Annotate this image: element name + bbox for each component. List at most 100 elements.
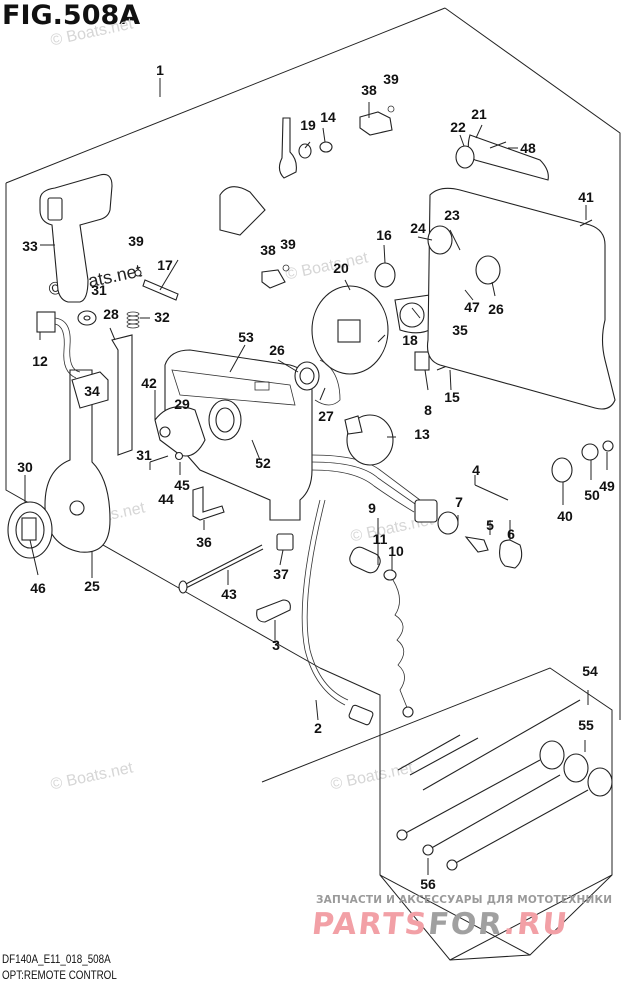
- callout-13[interactable]: 13: [414, 426, 430, 442]
- callout-29[interactable]: 29: [174, 396, 190, 412]
- callout-6[interactable]: 6: [507, 526, 515, 542]
- callout-54[interactable]: 54: [582, 663, 598, 679]
- callout-43[interactable]: 43: [221, 586, 237, 602]
- callout-52[interactable]: 52: [255, 455, 271, 471]
- callout-25[interactable]: 25: [84, 578, 100, 594]
- callout-39a[interactable]: 39: [383, 71, 399, 87]
- callout-27[interactable]: 27: [318, 408, 334, 424]
- block-37: [276, 533, 294, 551]
- callout-2[interactable]: 2: [314, 720, 322, 736]
- callout-53[interactable]: 53: [238, 329, 254, 345]
- part-16: [374, 262, 396, 288]
- callout-50[interactable]: 50: [584, 487, 600, 503]
- callout-42[interactable]: 42: [141, 375, 157, 391]
- callout-48[interactable]: 48: [520, 140, 536, 156]
- callout-15[interactable]: 15: [444, 389, 460, 405]
- block-38b: [261, 269, 286, 289]
- callout-8[interactable]: 8: [424, 402, 432, 418]
- callout-7[interactable]: 7: [455, 494, 463, 510]
- callout-47[interactable]: 47: [464, 299, 480, 315]
- switch-8: [414, 351, 430, 371]
- washer-14: [319, 141, 333, 153]
- figure-code: DF140A_E11_018_508A: [2, 952, 111, 966]
- callout-36[interactable]: 36: [196, 534, 212, 550]
- key-cap-6: [499, 539, 523, 569]
- callout-55[interactable]: 55: [578, 717, 594, 733]
- kit-54-ties: [397, 699, 581, 791]
- callout-39c[interactable]: 39: [128, 233, 144, 249]
- callout-38b[interactable]: 38: [260, 242, 276, 258]
- callout-20[interactable]: 20: [333, 260, 349, 276]
- callout-18[interactable]: 18: [402, 332, 418, 348]
- callout-26b[interactable]: 26: [488, 301, 504, 317]
- bolt-43: [183, 548, 264, 590]
- callout-14[interactable]: 14: [320, 109, 336, 125]
- callout-31[interactable]: 31: [136, 447, 152, 463]
- callout-37[interactable]: 37: [273, 566, 289, 582]
- callout-44[interactable]: 44: [158, 491, 174, 507]
- callout-35[interactable]: 35: [452, 322, 468, 338]
- callout-30[interactable]: 30: [17, 459, 33, 475]
- figure-title: FIG.508A: [2, 0, 141, 31]
- harness-connector: [348, 704, 374, 726]
- clip-10: [383, 569, 397, 581]
- callout-46[interactable]: 46: [30, 580, 46, 596]
- callout-40[interactable]: 40: [557, 508, 573, 524]
- screw-48: [489, 141, 507, 149]
- bushing-19: [298, 143, 312, 159]
- callout-56[interactable]: 56: [420, 876, 436, 892]
- clip-39a: [387, 105, 395, 113]
- housing-bore-inner: [215, 407, 235, 433]
- clip-39: [134, 269, 142, 277]
- callout-21[interactable]: 21: [471, 106, 487, 122]
- callout-22[interactable]: 22: [450, 119, 466, 135]
- callout-39b[interactable]: 39: [280, 236, 296, 252]
- callout-16[interactable]: 16: [376, 227, 392, 243]
- lever-hole: [69, 500, 85, 516]
- washer-45: [174, 451, 184, 461]
- bracket-upper: [219, 186, 266, 236]
- callout-32[interactable]: 32: [154, 309, 170, 325]
- callout-24[interactable]: 24: [410, 220, 426, 236]
- callout-4[interactable]: 4: [472, 462, 480, 478]
- ring-27: [314, 359, 341, 406]
- neutral-switch-12: [36, 311, 56, 333]
- callout-1[interactable]: 1: [156, 62, 164, 78]
- plate-28: [111, 334, 133, 456]
- link-3: [256, 599, 291, 623]
- callout-26a[interactable]: 26: [269, 342, 285, 358]
- kit-54-boundary: [379, 874, 613, 961]
- washer-hole: [83, 315, 91, 321]
- cover-13-tab: [344, 415, 363, 435]
- partsfor-logo-for: FOR: [426, 907, 506, 942]
- callout-11[interactable]: 11: [372, 531, 388, 547]
- ring-22: [455, 145, 475, 169]
- callout-49[interactable]: 49: [599, 478, 615, 494]
- callout-5[interactable]: 5: [486, 517, 494, 533]
- cam-hub: [159, 426, 171, 438]
- callout-23[interactable]: 23: [444, 207, 460, 223]
- wire: [54, 317, 81, 373]
- callout-19[interactable]: 19: [300, 117, 316, 133]
- callout-17[interactable]: 17: [157, 257, 173, 273]
- callout-34[interactable]: 34: [84, 383, 100, 399]
- lever-19-arm: [278, 117, 297, 179]
- callout-9[interactable]: 9: [368, 500, 376, 516]
- handle-slot: [47, 197, 63, 221]
- callout-45[interactable]: 45: [174, 477, 190, 493]
- callout-10[interactable]: 10: [388, 543, 404, 559]
- callout-12[interactable]: 12: [32, 353, 48, 369]
- callout-28[interactable]: 28: [103, 306, 119, 322]
- callout-33[interactable]: 33: [22, 238, 38, 254]
- callout-41[interactable]: 41: [578, 189, 594, 205]
- callout-3[interactable]: 3: [272, 637, 280, 653]
- switch-wires: [311, 454, 421, 501]
- switch-wires: [311, 461, 419, 507]
- callout-38a[interactable]: 38: [361, 82, 377, 98]
- main-switch-7: [414, 499, 438, 523]
- lanyard-clip: [402, 706, 414, 718]
- bolt-43: [183, 544, 263, 586]
- callout-31b[interactable]: 31: [91, 282, 107, 298]
